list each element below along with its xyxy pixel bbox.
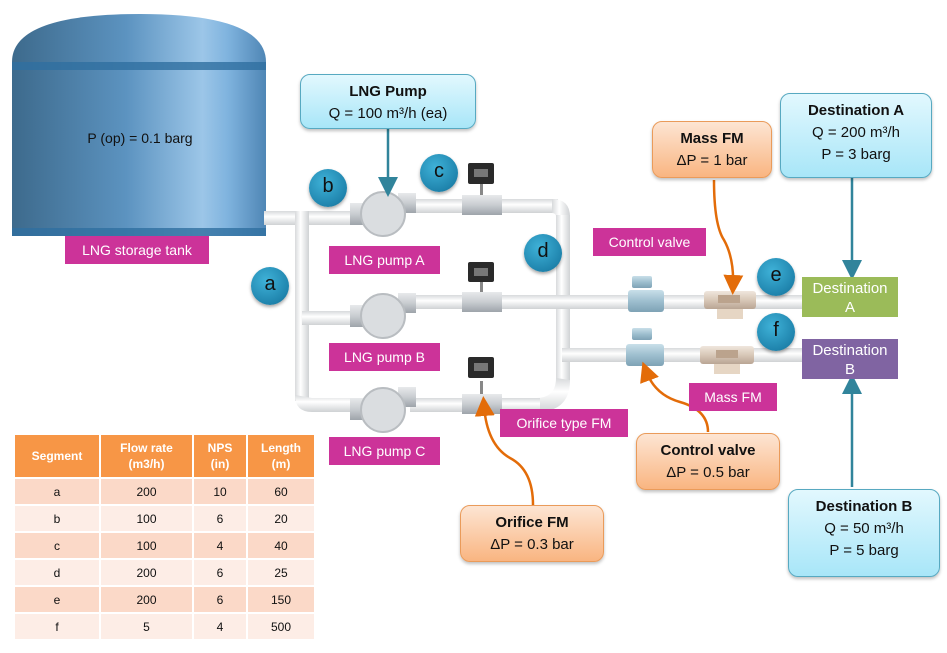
mass-fm-callout: Mass FM ΔP = 1 bar (652, 121, 772, 178)
orifice-fm-b-icon (462, 262, 502, 312)
control-valve-tag: Control valve (593, 228, 706, 256)
cell-segment: c (15, 533, 99, 558)
pipe-network (264, 199, 810, 412)
destination-a-callout-title: Destination A (807, 102, 905, 119)
segment-badge-a: a (251, 267, 289, 305)
cell-nps: 4 (194, 533, 246, 558)
header-flow-rate-text: Flow rate (120, 441, 173, 455)
header-length: Length (m) (248, 435, 314, 477)
mass-fm-callout-title: Mass FM (680, 130, 744, 147)
segment-badge-b: b (309, 169, 347, 207)
lng-pump-callout: LNG Pump Q = 100 m³/h (ea) (300, 74, 476, 129)
orifice-fm-tag: Orifice type FM (500, 409, 628, 437)
control-valve-arrow (640, 361, 710, 433)
destination-b-box: Destination B (802, 339, 898, 379)
header-length-text: Length (261, 441, 301, 455)
orifice-fm-c-icon (462, 357, 502, 414)
orifice-fm-a-icon (462, 163, 502, 215)
lng-storage-tank (12, 14, 266, 236)
header-segment: Segment (15, 435, 99, 477)
segment-badge-f: f (757, 313, 795, 351)
cell-length: 40 (248, 533, 314, 558)
destination-b-callout: Destination B Q = 50 m³/h P = 5 barg (788, 489, 940, 577)
header-nps-text: NPS (207, 441, 233, 455)
header-nps-unit: (in) (210, 457, 230, 471)
mass-fm-b-icon (700, 346, 754, 374)
cell-flow-rate: 200 (101, 587, 192, 612)
pump-c-icon (350, 387, 416, 433)
control-valve-callout: Control valve ΔP = 0.5 bar (636, 433, 780, 490)
pump-a-icon (350, 191, 416, 237)
cell-length: 25 (248, 560, 314, 585)
destination-a-callout: Destination A Q = 200 m³/h P = 3 barg (780, 93, 932, 178)
header-length-unit: (m) (271, 457, 291, 471)
orifice-fm-callout: Orifice FM ΔP = 0.3 bar (460, 505, 604, 562)
destination-b-callout-flow: Q = 50 m³/h (824, 520, 904, 537)
orifice-fm-arrow (474, 396, 535, 506)
header-flow-rate-unit: (m3/h) (128, 457, 165, 471)
cell-length: 60 (248, 479, 314, 504)
control-valve-a-icon (628, 276, 664, 312)
mass-fm-arrow (712, 179, 744, 295)
segment-table: Segment Flow rate (m3/h) NPS (in) Length (m… (13, 433, 316, 641)
cell-flow-rate: 5 (101, 614, 192, 639)
cell-segment: f (15, 614, 99, 639)
mass-fm-a-icon (704, 291, 756, 319)
destination-b-line2: B (844, 361, 855, 378)
destination-a-callout-pressure: P = 3 barg (821, 146, 891, 163)
cell-nps: 6 (194, 506, 246, 531)
pump-b-icon (350, 293, 416, 339)
destination-b-callout-pressure: P = 5 barg (829, 542, 899, 559)
segment-badge-c: c (420, 154, 458, 192)
control-valve-callout-title: Control valve (660, 442, 756, 459)
destination-a-line2: A (844, 299, 855, 316)
cell-nps: 4 (194, 614, 246, 639)
orifice-fm-callout-title: Orifice FM (495, 514, 569, 531)
cell-segment: b (15, 506, 99, 531)
destination-a-line1: Destination (812, 280, 888, 297)
cell-segment: a (15, 479, 99, 504)
header-nps: NPS (in) (194, 435, 246, 477)
cell-flow-rate: 200 (101, 560, 192, 585)
cell-length: 20 (248, 506, 314, 531)
segment-badge-e: e (757, 258, 795, 296)
cell-flow-rate: 100 (101, 533, 192, 558)
pump-b-tag: LNG pump B (329, 343, 440, 371)
orifice-fm-callout-dp: ΔP = 0.3 bar (490, 536, 574, 553)
segment-table-header: Segment Flow rate (m3/h) NPS (in) Length (m… (15, 435, 314, 477)
cell-flow-rate: 100 (101, 506, 192, 531)
segment-badge-d: d (524, 234, 562, 272)
pump-a-tag: LNG pump A (329, 246, 440, 274)
tank-pressure-label: P (op) = 0.1 barg (87, 130, 193, 146)
destination-a-callout-flow: Q = 200 m³/h (812, 124, 900, 141)
cell-nps: 6 (194, 587, 246, 612)
cell-flow-rate: 200 (101, 479, 192, 504)
cell-segment: e (15, 587, 99, 612)
cell-segment: d (15, 560, 99, 585)
lng-pump-callout-title: LNG Pump (349, 83, 427, 100)
pump-c-tag: LNG pump C (329, 437, 440, 465)
destination-a-box: Destination A (802, 277, 898, 317)
tank-name-tag: LNG storage tank (65, 236, 209, 264)
mass-fm-callout-dp: ΔP = 1 bar (676, 152, 748, 169)
lng-pump-callout-flow: Q = 100 m³/h (ea) (328, 105, 448, 122)
header-segment-text: Segment (31, 449, 83, 463)
cell-nps: 10 (194, 479, 246, 504)
control-valve-callout-dp: ΔP = 0.5 bar (666, 464, 750, 481)
cell-length: 500 (248, 614, 314, 639)
cell-length: 150 (248, 587, 314, 612)
cell-nps: 6 (194, 560, 246, 585)
mass-fm-tag: Mass FM (689, 383, 777, 411)
destination-b-callout-title: Destination B (815, 498, 913, 515)
destination-b-line1: Destination (812, 342, 888, 359)
header-flow-rate: Flow rate (m3/h) (101, 435, 192, 477)
control-valve-b-icon (626, 328, 664, 366)
